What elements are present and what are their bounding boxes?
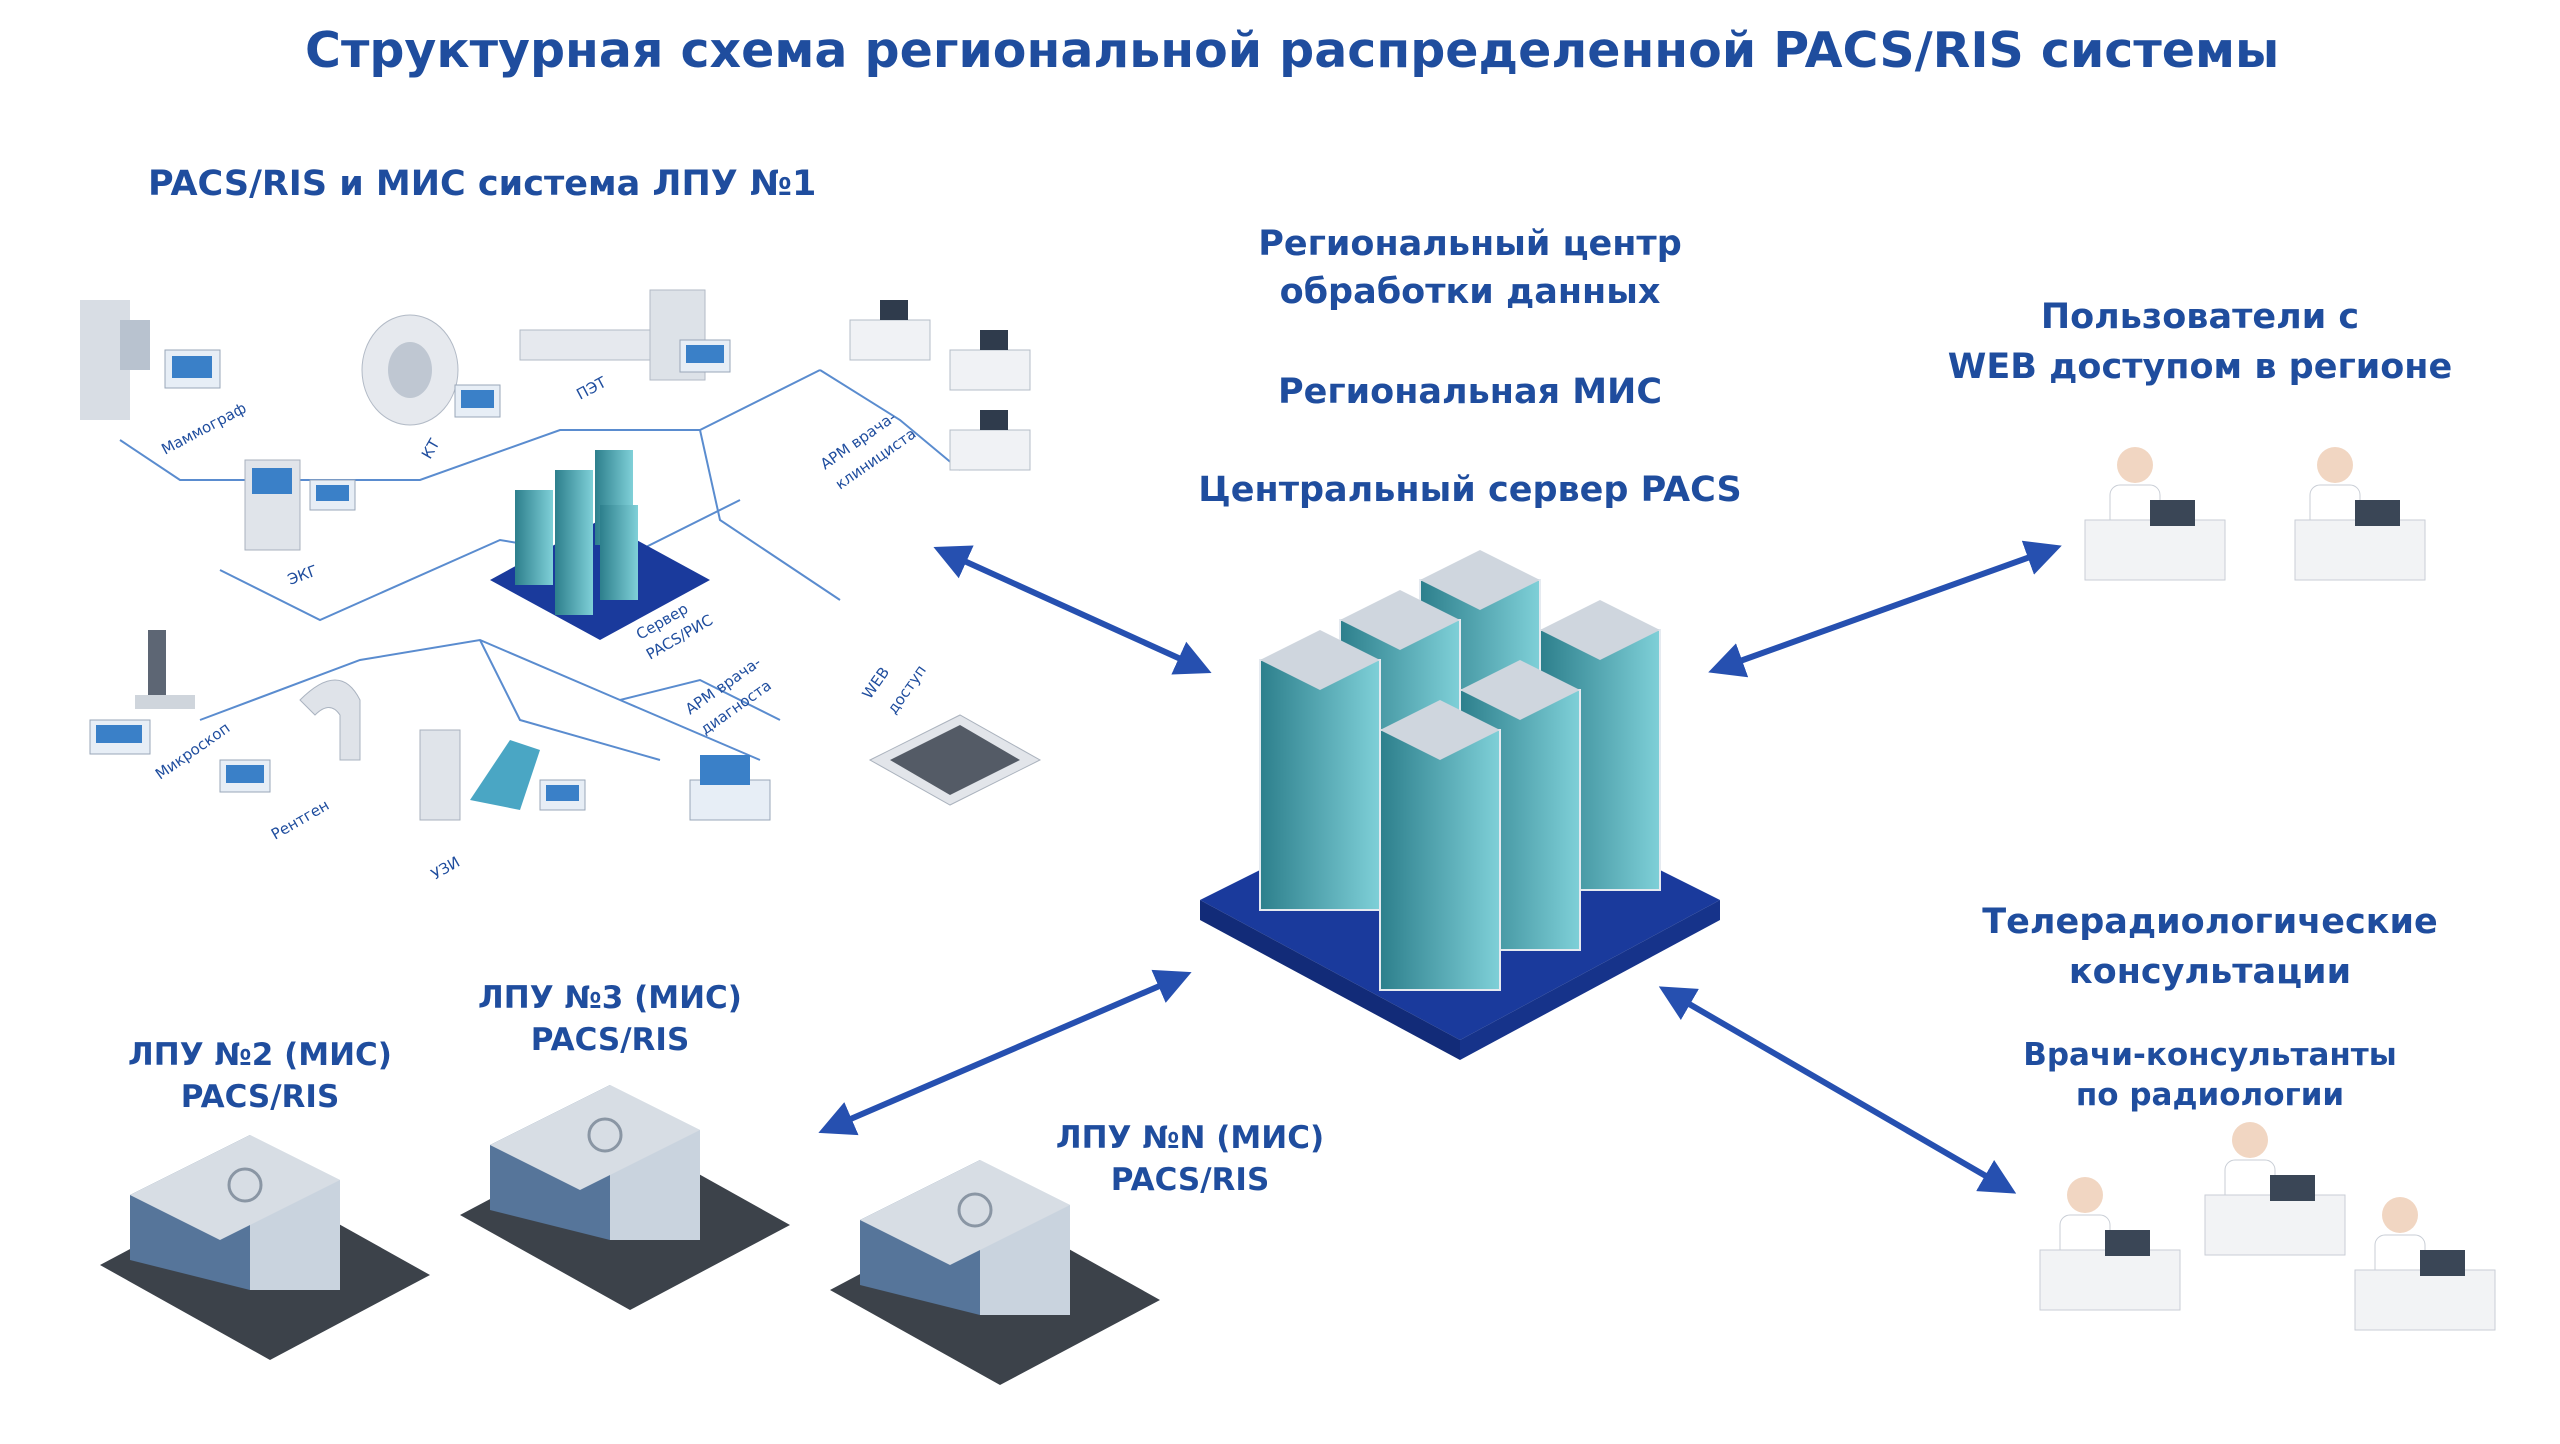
teleradiology-line1: Телерадиологические — [1982, 902, 2438, 942]
lpu3-line2: PACS/RIS — [530, 1022, 690, 1058]
mammograph-icon — [80, 300, 221, 420]
web-users-line1: Пользователи с — [2040, 297, 2360, 337]
center-mis-label: Региональная МИС — [1277, 372, 1663, 412]
label-ecg: ЭКГ — [285, 561, 320, 588]
lpu1-network-lines — [119, 369, 961, 761]
lpuN-line1: ЛПУ №N (МИС) — [1055, 1120, 1325, 1156]
lpu1-devices — [80, 289, 1042, 821]
xray-icon — [219, 679, 361, 793]
connection-arrows — [818, 540, 2062, 1194]
teleradiology-sub1: Врачи-консультанты — [2023, 1037, 2397, 1073]
arrow-center-webusers — [1708, 540, 2062, 678]
label-ct: КТ — [418, 435, 444, 462]
label-us: УЗИ — [428, 853, 463, 884]
ct-scanner-icon — [361, 314, 501, 426]
local-server-icon — [490, 450, 710, 640]
lpu2-line1: ЛПУ №2 (МИС) — [128, 1037, 392, 1073]
label-xray: Рентген — [268, 796, 332, 843]
center-label-line1: Региональный центр — [1258, 224, 1682, 264]
microscope-icon — [89, 630, 195, 755]
label-mammograph: Маммограф — [158, 399, 249, 459]
center-pacs-label: Центральный сервер PACS — [1198, 470, 1742, 510]
teleradiology-doctors-icon — [2039, 1122, 2496, 1331]
lpu2-line2: PACS/RIS — [180, 1079, 340, 1115]
teleradiology-line2: консультации — [2068, 952, 2352, 992]
web-users-line2: WEB доступом в регионе — [1947, 347, 2453, 387]
arrow-center-teleradiology — [1658, 986, 2017, 1194]
page-title: Структурная схема региональной распредел… — [305, 22, 2280, 79]
pet-scanner-icon — [519, 289, 731, 381]
arrow-lpu1-center — [933, 545, 1212, 675]
label-pet: ПЭТ — [573, 373, 609, 404]
hospital-lpu3-icon — [460, 1085, 790, 1310]
hospital-lpu2-icon — [100, 1135, 430, 1360]
hospital-lpuN-icon — [830, 1160, 1160, 1385]
arm-clinician-icon — [849, 300, 1031, 471]
arrow-center-lpu — [818, 969, 1192, 1136]
lpuN-line2: PACS/RIS — [1110, 1162, 1270, 1198]
label-web-1: WEB — [859, 664, 894, 703]
ultrasound-icon — [419, 729, 586, 821]
label-web-2: доступ — [884, 662, 930, 718]
lpu3-line1: ЛПУ №3 (МИС) — [478, 980, 742, 1016]
ecg-icon — [244, 459, 356, 551]
tablet-icon — [868, 714, 1042, 806]
arm-diagnostic-icon — [689, 755, 771, 821]
lpu1-title: PACS/RIS и МИС система ЛПУ №1 — [148, 164, 817, 204]
central-server-icon — [1200, 550, 1720, 1060]
web-users-icon — [2084, 447, 2426, 581]
center-label-line2: обработки данных — [1279, 272, 1661, 312]
teleradiology-sub2: по радиологии — [2075, 1077, 2345, 1113]
